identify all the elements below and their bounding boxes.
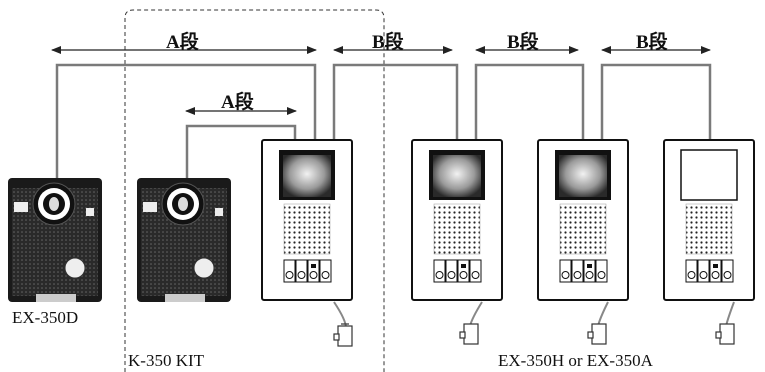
segment-label-a-outer: A段 xyxy=(166,32,199,53)
dimension-arrows xyxy=(51,46,711,115)
segment-label-b-2: B段 xyxy=(507,32,539,53)
monitor-3 xyxy=(537,139,629,345)
kit-boundary xyxy=(124,9,385,372)
monitor-kit xyxy=(261,139,353,347)
segment-label-b-1: B段 xyxy=(372,32,404,53)
door-station-ex-350d xyxy=(8,178,102,302)
model-label-monitors: EX-350H or EX-350A xyxy=(498,351,653,370)
model-label-ex-350d: EX-350D xyxy=(12,308,79,327)
segment-label-a-inner: A段 xyxy=(221,92,254,113)
door-station-kit xyxy=(137,178,231,302)
monitor-4-audio xyxy=(663,139,755,345)
model-label-kit: K-350 KIT xyxy=(128,351,205,370)
segment-label-b-3: B段 xyxy=(636,32,668,53)
monitor-2 xyxy=(411,139,503,345)
wires xyxy=(55,63,712,178)
